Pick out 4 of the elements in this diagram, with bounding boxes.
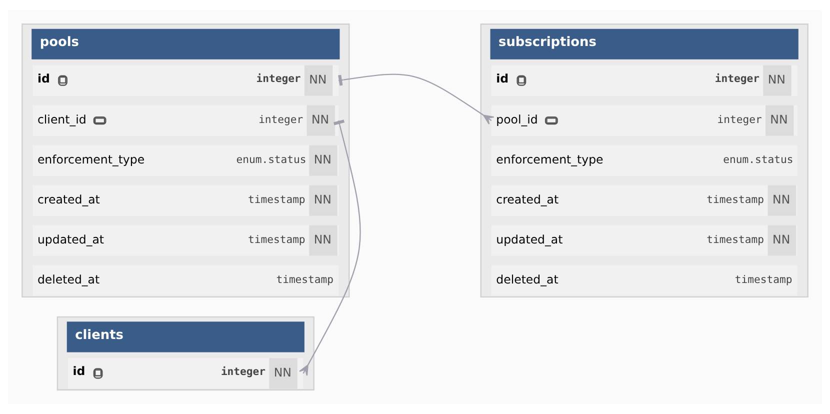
connector: [338, 74, 494, 125]
node-box: deleted_at timestamp: [491, 265, 798, 296]
node-box: deleted_at timestamp: [32, 265, 339, 296]
connector: [298, 120, 361, 376]
